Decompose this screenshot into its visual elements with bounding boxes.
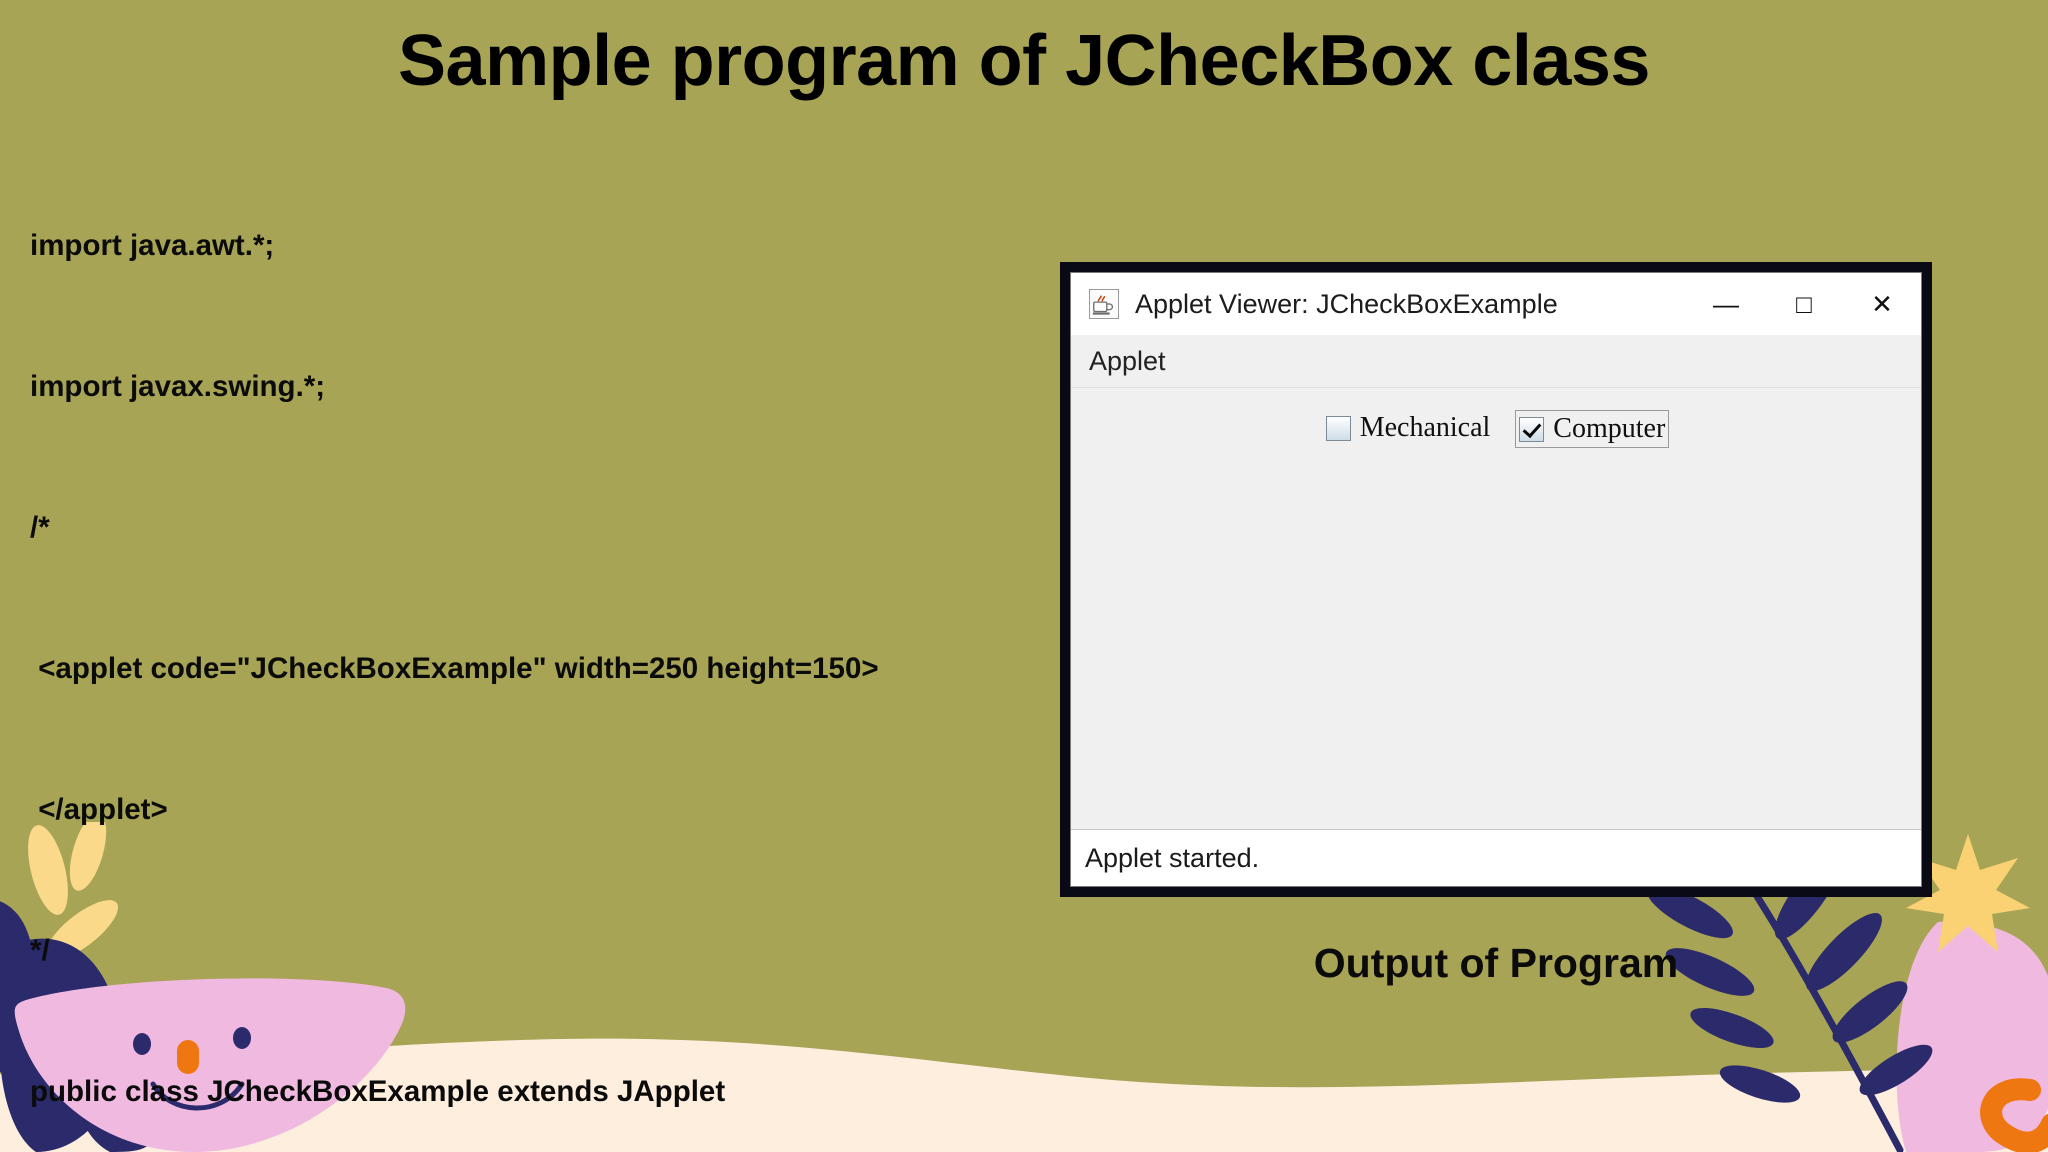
applet-status-bar: Applet started.: [1071, 829, 1921, 886]
close-icon[interactable]: ✕: [1871, 288, 1893, 319]
minimize-icon[interactable]: —: [1713, 288, 1739, 319]
checkbox-mechanical[interactable]: Mechanical: [1323, 410, 1494, 446]
applet-viewer-window: Applet Viewer: JCheckBoxExample — □ ✕ Ap…: [1060, 262, 1932, 897]
applet-content-pane: Mechanical Computer: [1071, 388, 1921, 829]
checkbox-box-icon[interactable]: [1325, 415, 1351, 441]
code-line: import javax.swing.*;: [30, 370, 326, 403]
menu-item-applet[interactable]: Applet: [1089, 345, 1166, 376]
window-title-text: Applet Viewer: JCheckBoxExample: [1135, 288, 1558, 319]
checkbox-label: Mechanical: [1359, 412, 1491, 443]
code-line: /*: [30, 511, 50, 544]
java-cup-icon: [1089, 289, 1119, 319]
slide-title: Sample program of JCheckBox class: [398, 21, 1650, 101]
window-menubar: Applet: [1071, 335, 1921, 388]
code-line: </applet>: [30, 793, 168, 826]
left-floral-decoration: [0, 822, 406, 1152]
code-line: import java.awt.*;: [30, 229, 275, 262]
code-listing: import java.awt.*; import javax.swing.*;…: [30, 128, 879, 1152]
code-line: <applet code="JCheckBoxExample" width=25…: [30, 652, 879, 685]
code-line: public class JCheckBoxExample extends JA…: [30, 1075, 726, 1108]
bottom-wave-decoration: [0, 1038, 2048, 1152]
window-titlebar: Applet Viewer: JCheckBoxExample — □ ✕: [1071, 273, 1921, 335]
checkbox-computer[interactable]: Computer: [1515, 410, 1670, 448]
window-controls: — □ ✕: [1687, 274, 1921, 334]
code-line: */: [30, 934, 50, 967]
checkbox-label: Computer: [1553, 413, 1666, 444]
maximize-icon[interactable]: □: [1796, 288, 1812, 319]
checkbox-checked-icon[interactable]: [1519, 416, 1545, 442]
output-caption: Output of Program: [1313, 940, 1679, 986]
